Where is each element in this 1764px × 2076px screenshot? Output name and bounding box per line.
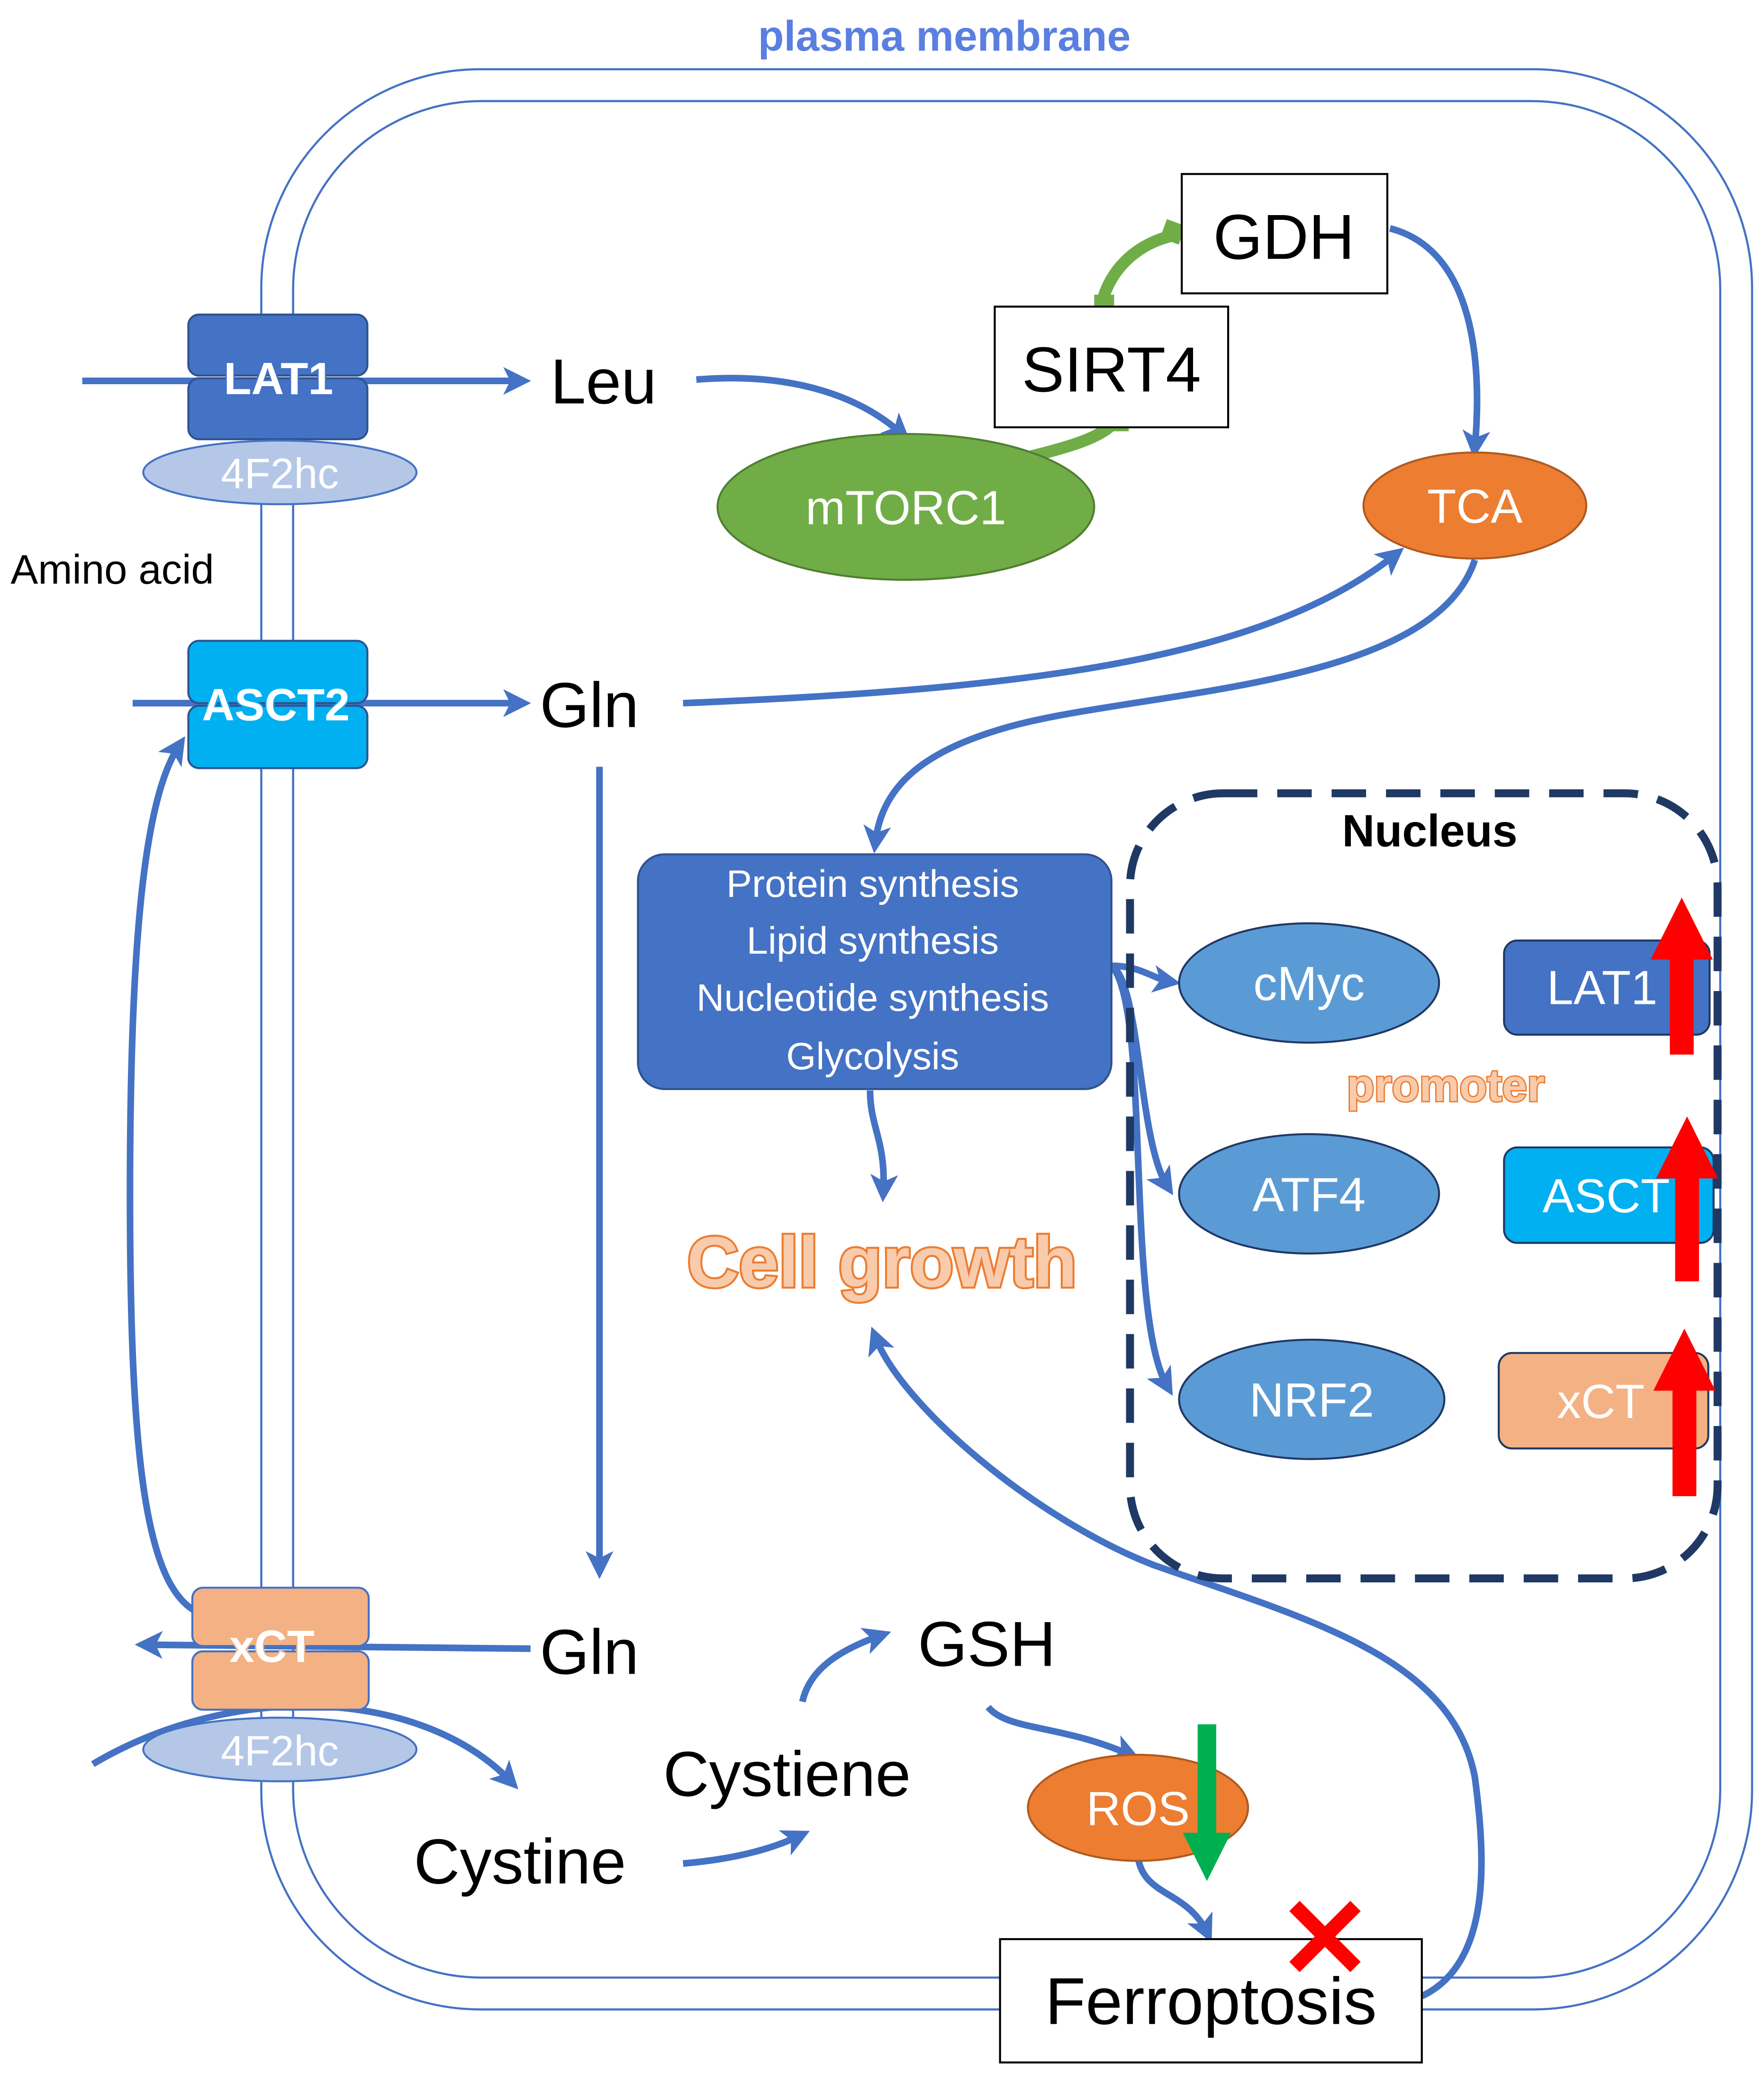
atf4-label: ATF4 (1252, 1168, 1366, 1221)
arrow-synthesis-to-nrf2 (1109, 963, 1173, 1396)
asct2-label: ASCT2 (202, 680, 350, 731)
asct-target-label: ASCT (1543, 1170, 1670, 1223)
nucleus-title: Nucleus (1342, 806, 1518, 857)
arrow-synthesis-to-cmyc (1111, 962, 1181, 993)
amino-acid-label: Amino acid (10, 547, 214, 593)
inhibit-head-gdh (1160, 219, 1186, 245)
gln-top-label: Gln (540, 670, 639, 741)
upregulation-arrows (1650, 897, 1719, 1497)
lat1-target-box (1503, 939, 1711, 1036)
cystiene-label: Cystiene (663, 1739, 911, 1810)
atf4-node (1178, 1133, 1440, 1255)
mtorc1-label: mTORC1 (805, 481, 1006, 534)
arrow-xct-to-asct2 (127, 736, 198, 1615)
nucleus-boundary (1126, 789, 1722, 1583)
gsh-label: GSH (918, 1608, 1056, 1679)
ros-label: ROS (1086, 1782, 1190, 1835)
arrow-leu-to-mtorc1 (696, 375, 910, 442)
lat1-transporter (142, 313, 418, 505)
arrow-gdh-to-tca (1389, 225, 1491, 459)
synthesis-line-lipid: Lipid synthesis (747, 920, 999, 962)
arrow-ferroptosis-to-growth (868, 1327, 1485, 1999)
arrow-gsh-to-ros (986, 1705, 1140, 1761)
sirt4-box (994, 306, 1230, 429)
xct-subunit-label: 4F2hc (221, 1727, 339, 1774)
gdh-box (1181, 173, 1389, 295)
gdh-label: GDH (1213, 201, 1355, 272)
arrow-ros-to-ferroptosis (1134, 1856, 1212, 1943)
gln-bottom-label: Gln (540, 1616, 639, 1688)
ferroptosis-label: Ferroptosis (1045, 1964, 1377, 2038)
tca-label: TCA (1427, 480, 1523, 533)
arrow-cystine-to-cystiene (683, 1830, 810, 1867)
cmyc-node (1178, 922, 1440, 1044)
mtorc1-node (716, 433, 1095, 581)
arrow-tca-to-synthesis (863, 559, 1478, 854)
arrow-cystiene-to-gsh (799, 1628, 891, 1703)
xct-transporter (142, 1587, 418, 1783)
lat1-target-label: LAT1 (1547, 962, 1657, 1015)
xct-target-label: xCT (1557, 1375, 1645, 1428)
synthesis-line-protein: Protein synthesis (726, 863, 1019, 905)
cell-growth-label: Cell growth (687, 1222, 1077, 1302)
plasma-membrane-title: plasma membrane (758, 12, 1131, 60)
cmyc-label: cMyc (1253, 957, 1365, 1011)
arrow-gln-to-tca (683, 547, 1404, 707)
leu-label: Leu (551, 346, 657, 417)
synthesis-line-glycolysis: Glycolysis (786, 1035, 959, 1078)
synthesis-box (637, 853, 1113, 1090)
tca-node (1362, 451, 1588, 560)
block-x-icon (1289, 1901, 1361, 1972)
cystine-label: Cystine (414, 1826, 626, 1897)
nrf2-label: NRF2 (1249, 1374, 1374, 1427)
promoter-label: promoter (1347, 1061, 1545, 1111)
arrow-synthesis-to-growth (867, 1090, 898, 1202)
lat1-label: LAT1 (224, 354, 333, 404)
nrf2-node (1178, 1338, 1446, 1460)
lat1-subunit-label: 4F2hc (221, 450, 339, 497)
sirt4-label: SIRT4 (1022, 334, 1201, 405)
asct2-transporter (187, 640, 369, 769)
synthesis-line-nucleotide: Nucleotide synthesis (697, 977, 1049, 1020)
xct-label: xCT (229, 1622, 315, 1672)
